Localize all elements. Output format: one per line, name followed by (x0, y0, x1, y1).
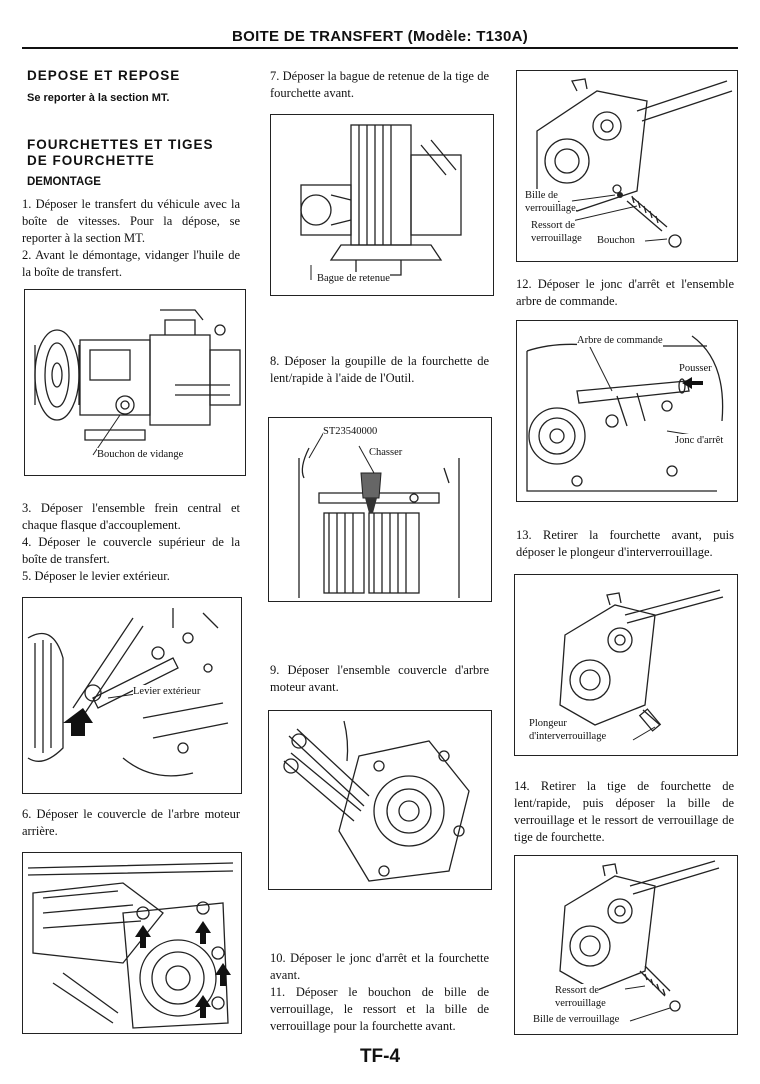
step-2: 2. Avant le démontage, vidanger l'huile … (22, 248, 240, 279)
fig-label-plug: Bouchon (597, 234, 635, 247)
fig1-label-drain-plug: Bouchon de vidange (97, 448, 184, 461)
fig-label-retaining-ring: Bague de retenue (317, 272, 390, 285)
fig-label-lock-spring-2: verrouillage (531, 232, 582, 245)
figure-drain-plug: Bouchon de vidange (24, 289, 246, 476)
page-header-title: BOITE DE TRANSFERT (Modèle: T130A) (231, 28, 529, 45)
figure-lock-ball-spring: Ressort de verrouillage Bille de verroui… (514, 855, 738, 1035)
step-13: 13. Retirer la fourchette avant, puis dé… (516, 528, 734, 559)
step-11: 11. Déposer le bouchon de bille de verro… (270, 985, 489, 1033)
step-6: 6. Déposer le couvercle de l'arbre moteu… (22, 807, 240, 838)
figure-retaining-ring: Bague de retenue (270, 114, 494, 296)
fig-label-lock-spring-1: Ressort de (531, 219, 576, 232)
fig-label-lock-spring2-2: verrouillage (555, 997, 606, 1010)
step-1: 1. Déposer le transfert du véhicule avec… (22, 197, 240, 245)
figure-outer-lever: Levier extérieur (22, 597, 242, 794)
step-8: 8. Déposer la goupille de la fourchette … (270, 354, 489, 385)
subsection-demontage: DEMONTAGE (27, 176, 101, 188)
section-title-fourchettes-1: FOURCHETTES ET TIGES (27, 137, 214, 152)
figure-front-shaft-cover (268, 710, 492, 890)
fig-label-lock-spring2-1: Ressort de (555, 984, 600, 997)
step-5: 5. Déposer le levier extérieur. (22, 569, 170, 583)
step-7: 7. Déposer la bague de retenue de la tig… (270, 69, 489, 100)
fig-label-plunger-2: d'interverrouillage (529, 730, 607, 743)
figure-detent-plug: Bille de verrouillage Ressort de verroui… (516, 70, 738, 262)
step-10: 10. Déposer le jonc d'arrêt et la fourch… (270, 951, 489, 982)
section-title-depose: DEPOSE ET REPOSE (27, 68, 181, 83)
fig-label-snap-ring: Jonc d'arrêt (675, 434, 724, 447)
page-number: TF-4 (359, 1046, 401, 1067)
fig-label-drive-out: Chasser (369, 446, 403, 459)
fig-label-plunger-1: Plongeur (529, 717, 567, 730)
fig-label-tool-code: ST23540000 (323, 425, 378, 438)
fig-label-push: Pousser (679, 362, 712, 375)
figure-rear-shaft-cover (22, 852, 242, 1034)
step-9: 9. Déposer l'ensemble couvercle d'arbre … (270, 663, 489, 694)
step-12: 12. Déposer le jonc d'arrêt et l'ensembl… (516, 277, 734, 308)
step-4: 4. Déposer le couvercle supérieur de la … (22, 535, 240, 566)
fig-label-lock-ball2: Bille de verrouillage (533, 1013, 620, 1026)
fig-label-lock-ball-2: verrouillage (525, 202, 576, 215)
section-title-fourchettes-2: DE FOURCHETTE (27, 153, 155, 168)
fig-label-lock-ball-1: Bille de (525, 189, 558, 202)
header-rule (22, 47, 738, 49)
step-3: 3. Déposer l'ensemble frein central et c… (22, 501, 240, 532)
depose-reference: Se reporter à la section MT. (27, 92, 170, 104)
fig-label-control-shaft: Arbre de commande (577, 334, 663, 347)
figure-tool-ST23540000: ST23540000 Chasser (268, 417, 492, 602)
step-14: 14. Retirer la tige de fourchette de len… (514, 779, 734, 844)
figure-interlock-plunger: Plongeur d'interverrouillage (514, 574, 738, 756)
figure-control-shaft: Arbre de commande Pousser Jonc d'arrêt (516, 320, 738, 502)
fig2-label-outer-lever: Levier extérieur (133, 685, 201, 698)
